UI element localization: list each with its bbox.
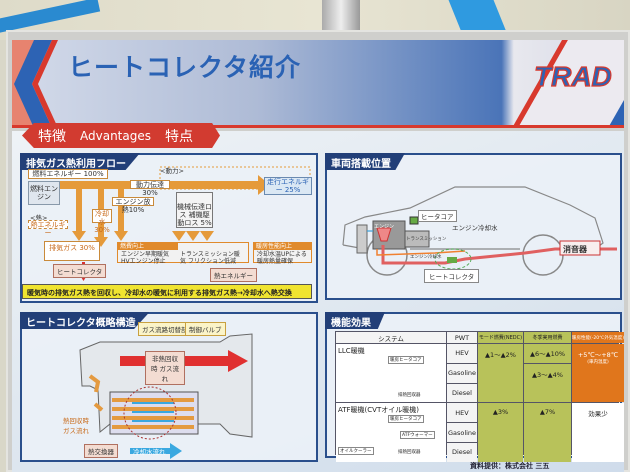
tag-cn: 特点 <box>165 128 193 145</box>
pwt-cell: HEV <box>447 344 477 363</box>
heat-group-label: <熱> <box>30 214 48 222</box>
page-title: ヒートコレクタ紹介 <box>68 53 302 82</box>
atf-winter-cell: ▲7% <box>524 403 571 462</box>
transmission-label: トランスミッション <box>406 237 447 242</box>
tag-jp: 特徴 <box>38 128 66 145</box>
power-group-label: <動力> <box>160 167 184 175</box>
atf-recovery: 排熱回収器 <box>398 450 421 456</box>
atf-heating-cell: 効果少 <box>572 403 624 462</box>
trad-logo: TRAD <box>533 60 612 92</box>
llc-winter-other-cell: ▲3〜▲4% <box>524 363 571 403</box>
llc-heating-note: (車内温度) <box>587 360 609 365</box>
header-system: システム <box>336 332 446 343</box>
llc-heater: 暖房ヒータコア <box>388 356 424 364</box>
gas-switch-label: ガス流路切替部 <box>138 322 192 336</box>
heating-title: 暖房性能向上 <box>254 243 311 250</box>
llc-name: LLC暖機 <box>338 347 365 355</box>
fuel-efficiency-box: 燃費向上 エンジン早期暖気 HVエンジン停止 トランスミッション暖気 フリクショ… <box>117 242 249 265</box>
heater-core-label: ヒータコア <box>418 210 457 222</box>
metal-pole <box>322 0 360 32</box>
summary-bar: 暖気時の排気ガス熱を回収し、冷却水の暖気に利用する排気ガス熱→冷却水へ熱交換 <box>22 284 312 299</box>
llc-heating-value: +5℃〜+8℃ <box>577 351 619 359</box>
atf-mode-cell: ▲3% <box>478 403 523 462</box>
engine-label: エンジン <box>374 224 395 230</box>
coolant-label: 冷却水 30% <box>92 209 112 234</box>
heat-exchanger-label: 熱交換器 <box>84 444 118 458</box>
poster-header <box>12 40 624 128</box>
chevron-decoration-icon <box>12 40 58 125</box>
heating-box: 暖房性能向上 冷却水温UPによる 暖房熱量確保 <box>253 242 312 265</box>
header-pwt: PWT <box>447 332 477 343</box>
muffler-label: 消音器 <box>563 245 587 254</box>
vehicle-panel-title: 車両搭載位置 <box>325 153 405 170</box>
atf-cooler: オイルクーラー <box>338 447 374 456</box>
engine-radiation-label: エンジン放熱10% <box>112 197 154 214</box>
fuel-efficiency-item: エンジン早期暖気 HVエンジン停止 <box>121 251 170 265</box>
tag-en: Advantages <box>80 128 151 143</box>
heat-collector-label: ヒートコレクタ <box>424 269 480 283</box>
fuel-efficiency-title: 燃費向上 <box>118 243 178 250</box>
llc-system-cell: LLC暖機 暖房ヒータコア 排熱回収器 <box>336 344 446 403</box>
engine-box: 燃料エンジン <box>28 181 60 205</box>
heat-energy-label-2: 熱エネルギー <box>210 268 257 282</box>
atf-name: ATF暖機(CVTオイル暖機) <box>338 406 419 415</box>
heat-collector-diagram <box>79 333 253 459</box>
flow-panel-title: 排気ガス熱利用フロー <box>20 153 140 170</box>
heat-collector-label: ヒートコレクタ <box>53 264 107 278</box>
pwt-cell: Gasoline <box>447 423 477 442</box>
llc-winter-hev-cell: ▲6〜▲10% <box>524 344 571 363</box>
llc-recovery: 排熱回収器 <box>398 393 421 398</box>
exhaust-box: 排気ガス 30% <box>44 241 100 261</box>
atf-system-cell: ATF暖機(CVTオイル暖機) 暖房ヒータコア ATFウォーマー オイルクーラー… <box>336 403 446 462</box>
pwt-cell: HEV <box>447 403 477 423</box>
llc-heating-cell: +5℃〜+8℃ (車内温度) <box>572 344 624 403</box>
heat-energy-label: 熱エネルギー <box>28 220 68 237</box>
llc-mode-cell: ▲1〜▲2% <box>478 344 523 403</box>
coolant-flow-label: 冷却水流れ <box>133 448 166 456</box>
source-credit: 資料提供：株式会社 三五 <box>470 462 550 470</box>
header-winter: 冬季実用燃費 <box>524 332 571 343</box>
effects-panel-title: 機能効果 <box>325 312 385 329</box>
header-heating: 暖房性能(-20℃外気温度) <box>572 332 624 343</box>
fuel-energy-label: 燃料エネルギー 100% <box>28 169 108 179</box>
drive-energy-box: 走行エネルギー 25% <box>264 177 312 195</box>
heating-item: 冷却水温UPによる 暖房熱量確保 <box>257 251 307 265</box>
atf-warmer: ATFウォーマー <box>400 431 435 440</box>
control-valve-label: 制御バルブ <box>185 322 226 336</box>
power-transfer-label: 動力伝達30% <box>130 180 170 197</box>
no-recovery-flow-label: 非熱回収時 ガス流れ <box>145 351 185 385</box>
losses-box: 機械伝達ロス 補機駆動ロス 5% <box>176 192 213 228</box>
advantages-tag: 特徴 Advantages 特点 <box>22 123 220 148</box>
pwt-cell: Diesel <box>447 442 477 462</box>
structure-panel-title: ヒートコレクタ概略構造 <box>20 312 150 329</box>
header-mode: モード燃費(NEDC) <box>478 332 523 343</box>
svg-text:TRAD: TRAD <box>534 61 612 92</box>
atf-heater: 暖房ヒータコア <box>388 415 424 424</box>
pwt-cell: Gasoline <box>447 363 477 383</box>
pwt-cell: Diesel <box>447 383 477 403</box>
engine-coolant-label: エンジン冷却水 <box>452 224 498 232</box>
engine-coolant-small-label: エンジン冷却水 <box>410 255 442 260</box>
recovery-flow-label: 熱回収時 ガス流れ <box>63 417 89 435</box>
header-right-decoration <box>513 40 624 125</box>
effects-table: システム PWT モード燃費(NEDC) 冬季実用燃費 暖房性能(-20℃外気温… <box>335 331 624 462</box>
fuel-efficiency-item: トランスミッション暖気 フリクション低減 <box>180 251 240 265</box>
